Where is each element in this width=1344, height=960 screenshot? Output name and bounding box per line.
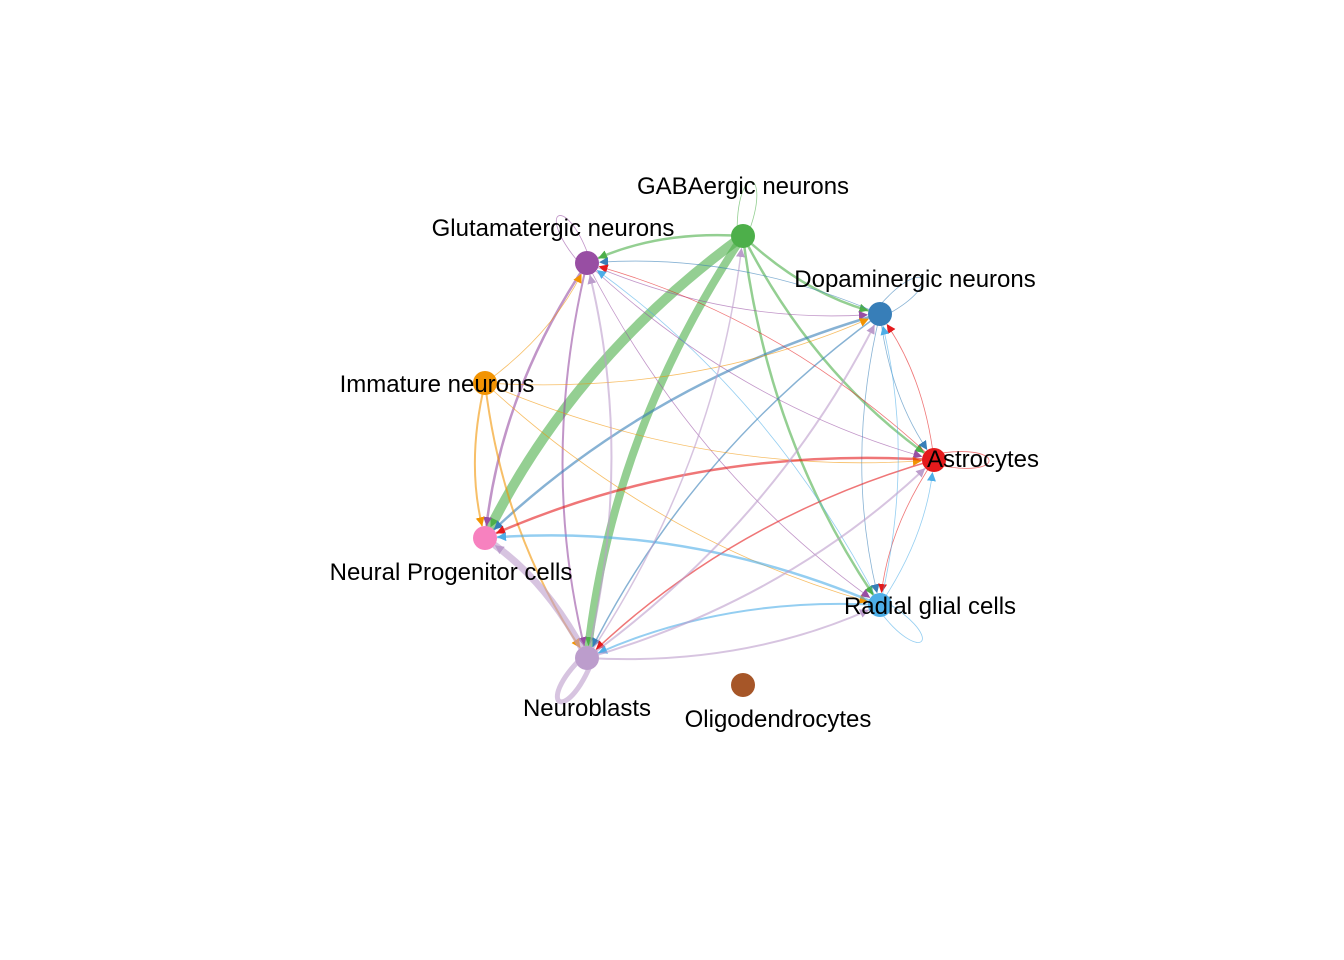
edge-dopa-to-rgc <box>861 313 881 594</box>
edge-imm-to-dopa <box>484 318 869 386</box>
edge-nb-to-nb <box>555 649 598 705</box>
node-label-dopa: Dopaminergic neurons <box>794 266 1035 293</box>
edge-gaba-to-nb <box>584 232 747 650</box>
edge-dopa-to-nb <box>592 313 881 648</box>
edge-astro-to-npc <box>495 456 936 535</box>
edge-rgc-to-nb <box>597 602 881 654</box>
edge-nb-to-gaba <box>586 248 745 659</box>
edge-glut-to-astro <box>586 262 923 459</box>
node-label-oligo: Oligodendrocytes <box>685 706 872 733</box>
edges-layer <box>473 181 990 705</box>
node-label-rgc: Radial glial cells <box>844 593 1016 620</box>
edge-gaba-to-glut <box>597 233 745 260</box>
edge-nb-to-dopa <box>586 324 876 659</box>
node-label-nb: Neuroblasts <box>523 695 651 722</box>
edge-imm-to-npc <box>473 382 486 527</box>
edge-gaba-to-dopa <box>741 234 869 313</box>
edge-gaba-to-astro <box>741 234 925 454</box>
edge-dopa-to-npc <box>493 312 882 531</box>
edge-nb-to-glut <box>586 274 613 659</box>
edge-astro-to-glut <box>598 264 935 461</box>
edge-nb-to-rgc <box>586 609 870 661</box>
edge-nb-to-npc <box>491 542 591 662</box>
edge-astro-to-rgc <box>878 459 935 593</box>
edge-rgc-to-dopa <box>879 325 899 606</box>
node-imm <box>473 371 497 395</box>
node-label-gaba: GABAergic neurons <box>637 173 849 200</box>
edge-astro-to-astro <box>923 449 990 469</box>
edge-dopa-to-astro <box>879 313 928 450</box>
node-npc <box>473 526 497 550</box>
node-astro <box>922 448 946 472</box>
edge-glut-to-nb <box>561 262 588 647</box>
node-label-npc: Neural Progenitor cells <box>330 559 573 586</box>
edge-dopa-to-glut <box>599 257 881 315</box>
node-label-imm: Immature neurons <box>340 371 535 398</box>
edge-dopa-to-dopa <box>869 276 924 318</box>
node-rgc <box>868 593 892 617</box>
edge-rgc-to-astro <box>879 472 936 606</box>
edge-rgc-to-rgc <box>874 595 923 643</box>
edge-imm-to-astro <box>484 382 922 466</box>
edge-astro-to-dopa <box>886 324 935 461</box>
edge-glut-to-dopa <box>586 262 868 320</box>
edge-glut-to-npc <box>483 261 589 527</box>
edge-glut-to-glut <box>555 215 591 274</box>
node-glut <box>575 251 599 275</box>
edge-rgc-to-npc <box>496 532 882 607</box>
node-label-astro: Astrocytes <box>927 446 1039 473</box>
edge-nb-to-astro <box>586 467 926 659</box>
node-label-glut: Glutamatergic neurons <box>432 215 675 242</box>
edge-glut-to-rgc <box>586 262 871 598</box>
edge-rgc-to-glut <box>596 270 881 606</box>
edge-gaba-to-npc <box>485 231 748 532</box>
node-oligo <box>731 673 755 697</box>
nodes-layer <box>473 224 946 697</box>
edge-gaba-to-gaba <box>732 181 758 246</box>
node-gaba <box>731 224 755 248</box>
node-dopa <box>868 302 892 326</box>
node-nb <box>575 646 599 670</box>
edge-imm-to-glut <box>484 273 582 384</box>
edge-gaba-to-rgc <box>741 234 875 596</box>
edge-astro-to-nb <box>595 459 935 650</box>
